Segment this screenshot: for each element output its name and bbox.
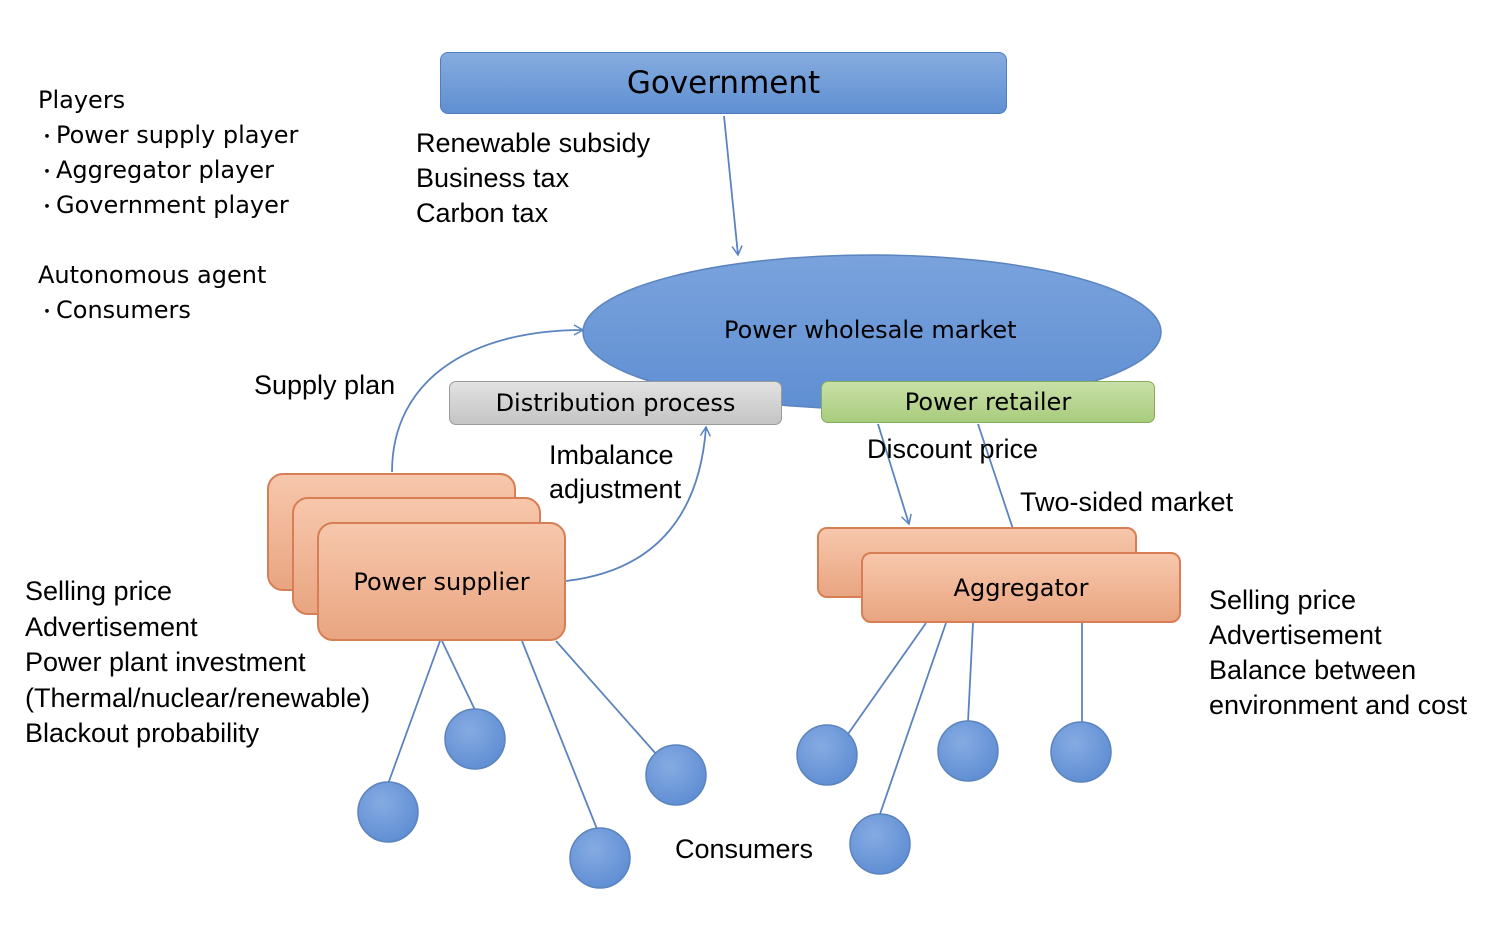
players-list: ・Power supply player ・Aggregator player … — [38, 121, 298, 226]
power-retailer-box: Power retailer — [821, 381, 1155, 423]
decision-item: (Thermal/nuclear/renewable) — [25, 682, 371, 713]
government-to-market-arrow — [723, 115, 743, 257]
imbalance-adjustment-label: Imbalance adjustment — [549, 440, 682, 504]
policy-item: Business tax — [416, 163, 570, 193]
consumer-node — [1050, 721, 1112, 783]
supplier-consumer-links — [387, 640, 658, 830]
consumer-link — [879, 622, 947, 815]
player-item: ・Power supply player — [38, 121, 299, 149]
agents-heading: Autonomous agent — [38, 261, 267, 289]
decision-item: environment and cost — [1209, 690, 1468, 720]
imbalance-adjustment-arrow — [565, 425, 712, 582]
bullet: ・ — [38, 197, 56, 218]
consumer-node — [796, 724, 858, 786]
agent-item: ・Consumers — [38, 296, 191, 324]
consumer-link — [847, 622, 927, 735]
decision-item: Power plant investment — [25, 647, 306, 677]
consumer-node — [444, 708, 506, 770]
decision-item: Selling price — [25, 576, 173, 606]
policy-item: Renewable subsidy — [416, 128, 651, 158]
power-supplier-box: Power supplier — [317, 522, 566, 641]
aggregator-decisions: Selling price Advertisement Balance betw… — [1209, 583, 1467, 723]
government-box: Government — [440, 52, 1007, 114]
power-wholesale-market-label: Power wholesale market — [724, 316, 1017, 344]
supplier-decisions: Selling price Advertisement Power plant … — [25, 574, 370, 752]
consumer-node — [569, 827, 631, 889]
power-retailer-label: Power retailer — [904, 388, 1072, 416]
consumer-node — [937, 720, 999, 782]
bullet: ・ — [38, 127, 56, 148]
decision-item: Advertisement — [1209, 620, 1382, 650]
government-policies: Renewable subsidy Business tax Carbon ta… — [416, 126, 650, 231]
consumer-link — [441, 640, 476, 711]
aggregator-box: Aggregator — [861, 552, 1181, 623]
policy-item: Carbon tax — [416, 198, 549, 228]
bullet: ・ — [38, 162, 56, 183]
discount-price-label: Discount price — [867, 434, 1039, 464]
aggregator-label: Aggregator — [953, 573, 1089, 602]
consumer-link — [555, 640, 658, 756]
consumer-node — [645, 744, 707, 806]
consumers-label: Consumers — [675, 834, 814, 864]
two-sided-market-label: Two-sided market — [1020, 487, 1234, 517]
aggregator-consumer-links — [847, 622, 1083, 815]
supply-plan-arrow — [391, 324, 585, 473]
consumer-node — [849, 813, 911, 875]
player-item: ・Government player — [38, 191, 289, 219]
consumer-node — [357, 781, 419, 843]
decision-item: Blackout probability — [25, 718, 260, 748]
power-supplier-label: Power supplier — [353, 567, 530, 596]
decision-item: Selling price — [1209, 585, 1357, 615]
supply-plan-label: Supply plan — [254, 370, 396, 400]
consumer-link — [387, 640, 441, 785]
distribution-process-box: Distribution process — [449, 381, 782, 425]
distribution-process-label: Distribution process — [495, 389, 736, 417]
government-label: Government — [626, 65, 821, 101]
decision-item: Advertisement — [25, 611, 198, 642]
consumer-link — [967, 622, 974, 723]
player-item: ・Aggregator player — [38, 156, 274, 184]
bullet: ・ — [38, 302, 56, 323]
consumer-circles — [357, 708, 1112, 889]
consumer-link — [521, 640, 598, 830]
players-heading: Players — [38, 86, 126, 114]
decision-item: Balance between — [1209, 655, 1417, 685]
discount-price-arrow — [877, 423, 912, 526]
